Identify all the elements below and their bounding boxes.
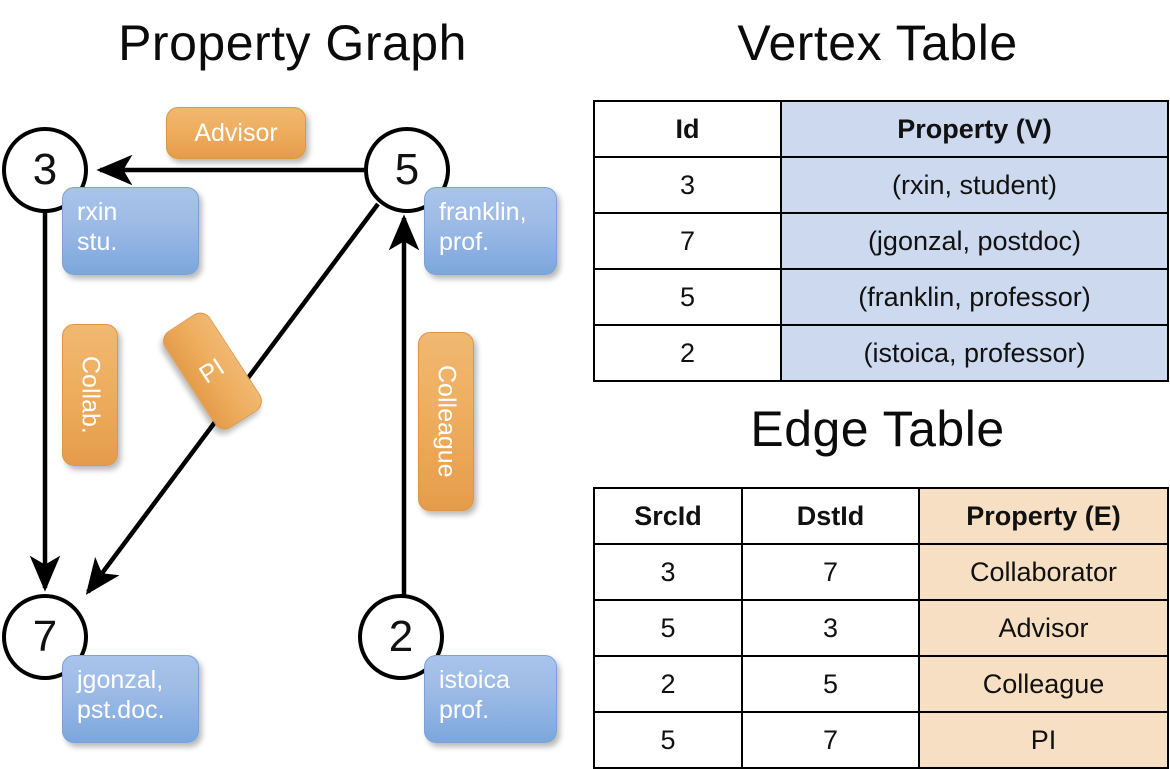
jgonzal-line-2: pst.doc.	[77, 695, 165, 724]
pi-text: PI	[194, 352, 230, 389]
edge-cell-property: Collaborator	[918, 543, 1169, 601]
vertex-cell-property: (rxin, student)	[780, 156, 1169, 214]
collab-text: Collab.	[76, 356, 105, 434]
graph-property-box-franklin: franklin, prof.	[424, 187, 557, 275]
vertex-table-header-id: Id	[593, 100, 782, 158]
vertex-cell-property: (franklin, professor)	[780, 268, 1169, 326]
table-row[interactable]: 2 (istoica, professor)	[593, 324, 1169, 382]
graph-node-5[interactable]: 5	[364, 127, 450, 213]
jgonzal-line-1: jgonzal,	[77, 666, 164, 694]
edge-cell-dst: 7	[741, 543, 920, 601]
edge-table-header-srcid: SrcId	[593, 487, 743, 545]
graph-node-5-label: 5	[394, 145, 420, 194]
edge-table-header-row: SrcId DstId Property (E)	[593, 487, 1169, 545]
table-row[interactable]: 5 3 Advisor	[593, 599, 1169, 657]
edge-cell-property: Advisor	[918, 599, 1169, 657]
edge-cell-dst: 5	[741, 655, 920, 713]
vertex-table: Id Property (V) 3 (rxin, student) 7 (jgo…	[593, 100, 1169, 382]
graph-node-2-label: 2	[388, 612, 414, 661]
table-row[interactable]: 2 5 Colleague	[593, 655, 1169, 713]
page-title-vertex-table: Vertex Table	[737, 15, 1018, 71]
table-row[interactable]: 5 7 PI	[593, 711, 1169, 769]
table-row[interactable]: 5 (franklin, professor)	[593, 268, 1169, 326]
franklin-line-2: prof.	[439, 227, 490, 256]
graph-property-box-istoica: istoica prof.	[424, 655, 557, 743]
edge-cell-src: 3	[593, 543, 743, 601]
page-title-property-graph: Property Graph	[118, 15, 467, 71]
vertex-cell-property: (jgonzal, postdoc)	[780, 212, 1169, 270]
vertex-cell-id: 5	[593, 268, 782, 326]
table-row[interactable]: 3 7 Collaborator	[593, 543, 1169, 601]
graph-node-7-label: 7	[32, 612, 58, 661]
vertex-cell-property: (istoica, professor)	[780, 324, 1169, 382]
graph-edge-label-advisor: Advisor	[166, 107, 306, 159]
graph-node-3-label: 3	[32, 145, 58, 194]
edge-cell-src: 5	[593, 599, 743, 657]
graph-node-2[interactable]: 2	[358, 594, 444, 680]
rxin-line-1: rxin	[77, 198, 118, 226]
edge-cell-src: 5	[593, 711, 743, 769]
edge-cell-property: Colleague	[918, 655, 1169, 713]
vertex-cell-id: 7	[593, 212, 782, 270]
vertex-cell-id: 3	[593, 156, 782, 214]
edge-table-header-dstid: DstId	[741, 487, 920, 545]
istoica-line-2: prof.	[439, 695, 490, 724]
table-row[interactable]: 7 (jgonzal, postdoc)	[593, 212, 1169, 270]
colleague-text: Colleague	[432, 365, 461, 478]
page-title-edge-table: Edge Table	[750, 401, 1005, 457]
edge-table-header-property: Property (E)	[918, 487, 1169, 545]
edge-cell-dst: 7	[741, 711, 920, 769]
edge-table: SrcId DstId Property (E) 3 7 Collaborato…	[593, 487, 1169, 769]
franklin-line-1: franklin,	[439, 198, 527, 226]
advisor-text: Advisor	[194, 118, 278, 147]
istoica-line-1: istoica	[439, 666, 510, 694]
graph-edge-label-collab: Collab.	[62, 324, 118, 466]
property-graph-diagram: 3 5 7 2 rxin stu. franklin, prof. jgonza…	[0, 0, 585, 760]
rxin-line-2: stu.	[77, 227, 118, 256]
edge-cell-src: 2	[593, 655, 743, 713]
vertex-table-header-property: Property (V)	[780, 100, 1169, 158]
vertex-table-header-row: Id Property (V)	[593, 100, 1169, 158]
vertex-cell-id: 2	[593, 324, 782, 382]
edge-cell-dst: 3	[741, 599, 920, 657]
graph-edge-label-colleague: Colleague	[418, 332, 474, 511]
graph-property-box-rxin: rxin stu.	[62, 187, 199, 275]
graph-property-box-jgonzal: jgonzal, pst.doc.	[62, 655, 199, 743]
table-row[interactable]: 3 (rxin, student)	[593, 156, 1169, 214]
